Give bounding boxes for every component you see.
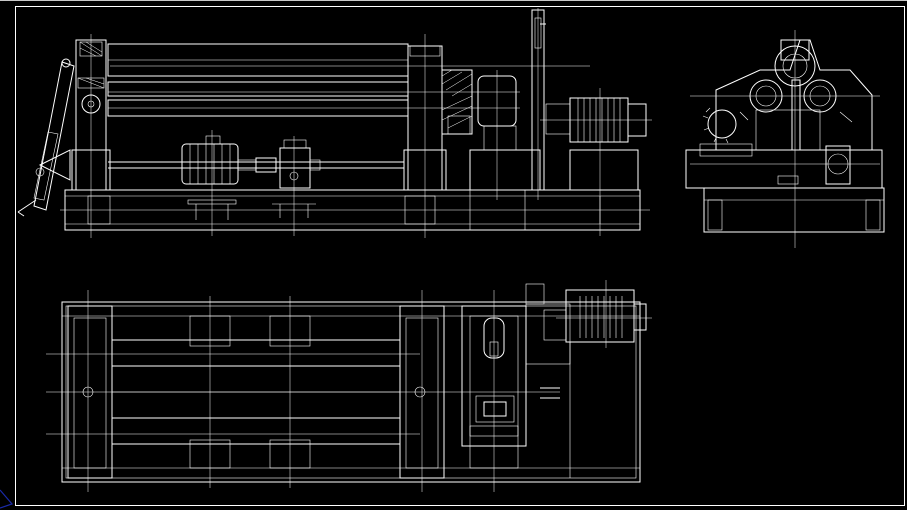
plan-view xyxy=(46,280,652,492)
side-elevation-view xyxy=(685,30,885,248)
drawing-frame xyxy=(15,6,905,506)
corner-accent xyxy=(0,489,14,509)
front-elevation-view xyxy=(17,8,652,238)
